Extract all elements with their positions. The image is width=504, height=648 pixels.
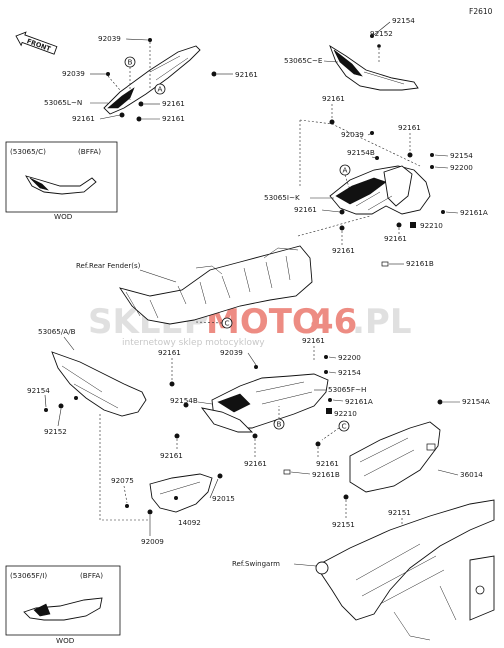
label-14092: 14092: [178, 518, 201, 527]
center-lower-bracket: [200, 373, 329, 433]
chain-guard: [349, 421, 441, 493]
svg-text:A: A: [158, 85, 163, 94]
label-92161A-b: 92161A: [345, 397, 373, 406]
callout-a-upper: A: [154, 83, 166, 95]
side-cover-mid-left: [51, 351, 147, 417]
fasteners-upper-right: [329, 34, 413, 158]
label-92154B-b: 92154B: [170, 396, 198, 405]
svg-text:C: C: [225, 319, 230, 328]
swingarm-reference: [315, 499, 495, 641]
label-53065L-N: 53065L~N: [44, 98, 82, 107]
label-92154-a: 92154: [392, 16, 415, 25]
label-92075: 92075: [111, 476, 134, 485]
label-92161-a: 92161: [72, 114, 95, 123]
svg-text:B: B: [128, 58, 133, 67]
fasteners-lower-bracket: [125, 473, 223, 515]
callout-b-upper: B: [124, 56, 136, 100]
svg-text:B: B: [277, 420, 282, 429]
rear-fender-reference: [118, 245, 313, 325]
inset-top-footer: WOD: [54, 212, 73, 221]
ref-swingarm: Ref.Swingarm: [232, 560, 280, 568]
label-92161-b: 92161: [162, 114, 185, 123]
label-53065F-H: 53065F~H: [328, 385, 366, 394]
label-92161-j: 92161: [158, 348, 181, 357]
label-53065C-E: 53065C~E: [284, 56, 323, 65]
watermark-tagline: internetowy sklep motocyklowy: [122, 338, 265, 348]
label-92152-b: 92152: [44, 427, 67, 436]
inset-bottom-variant: (BFFA): [80, 571, 103, 580]
label-92200-a: 92200: [450, 163, 473, 172]
front-label: FRONT: [26, 37, 53, 53]
label-36014: 36014: [460, 470, 483, 479]
label-92200-b: 92154: [338, 368, 361, 377]
label-92154-c: 92154: [27, 386, 50, 395]
label-92161-c: 92161: [162, 99, 185, 108]
fasteners-upper-left: [106, 38, 217, 122]
label-92009: 92009: [141, 537, 164, 546]
label-92161-l: 92161: [160, 451, 183, 460]
label-92154-b: 92154: [450, 151, 473, 160]
watermark-part3: 46: [310, 302, 357, 342]
label-92161-d: 92161: [235, 70, 258, 79]
label-92039-c: 92039: [341, 130, 364, 139]
label-92039-a: 92039: [98, 34, 121, 43]
side-cover-upper-left: [103, 45, 201, 115]
label-92161-e: 92161: [322, 94, 345, 103]
center-bracket-assembly: [329, 165, 431, 215]
fasteners-center: [339, 153, 445, 267]
label-92161-h: 92161: [384, 234, 407, 243]
label-53065-A-B: 53065/A/B: [38, 327, 76, 336]
label-92154B-a: 92154B: [347, 148, 375, 157]
callout-c-fender: C: [195, 317, 233, 329]
label-92161-i: 92161: [332, 246, 355, 255]
svg-text:A: A: [343, 166, 348, 175]
label-92154A: 92154A: [462, 397, 490, 406]
figure-code: F2610: [469, 7, 493, 16]
fasteners-mid-left: [44, 365, 258, 439]
side-cover-upper-right: [329, 44, 419, 91]
inset-bottom-footer: WOD: [56, 636, 75, 645]
inset-top-variant: (BFFA): [78, 147, 101, 156]
label-92154-d: 92200: [338, 353, 361, 362]
label-92161-k: 92161: [302, 336, 325, 345]
callout-a-center: A: [339, 164, 351, 191]
label-92151-b: 92151: [388, 508, 411, 517]
watermark-part4: .PL: [352, 302, 412, 342]
label-92161B-a: 92161B: [406, 259, 434, 268]
svg-text:C: C: [342, 422, 347, 431]
label-92161B-b: 92161B: [312, 470, 340, 479]
inset-bottom-code: (53065F/I): [10, 571, 47, 580]
label-92210-b: 92210: [334, 409, 357, 418]
label-92210-a: 92210: [420, 221, 443, 230]
label-92015: 92015: [212, 494, 235, 503]
ref-rear-fender: Ref.Rear Fender(s): [76, 262, 141, 270]
label-53065I-K: 53065I~K: [264, 193, 300, 202]
fasteners-lower-center: [183, 355, 332, 475]
label-92161-n: 92161: [316, 459, 339, 468]
lower-bracket-14092: [149, 473, 213, 513]
label-92161-f: 92161: [398, 123, 421, 132]
label-92161-g: 92161: [294, 205, 317, 214]
inset-variant-53065F: (53065F/I) (BFFA) WOD: [5, 565, 121, 645]
label-92161A-a: 92161A: [460, 208, 488, 217]
inset-variant-53065C: (53065/C) (BFFA) WOD: [5, 141, 118, 221]
callout-b-lower: B: [273, 406, 285, 430]
inset-top-code: (53065/C): [10, 147, 46, 156]
label-92039-d: 92039: [220, 348, 243, 357]
label-92161-m: 92161: [244, 459, 267, 468]
label-92039-b: 92039: [62, 69, 85, 78]
front-arrow-icon: FRONT: [15, 31, 58, 55]
callout-c-lower: C: [321, 420, 350, 441]
label-92152-a: 92152: [370, 29, 393, 38]
label-92151-a: 92151: [332, 520, 355, 529]
